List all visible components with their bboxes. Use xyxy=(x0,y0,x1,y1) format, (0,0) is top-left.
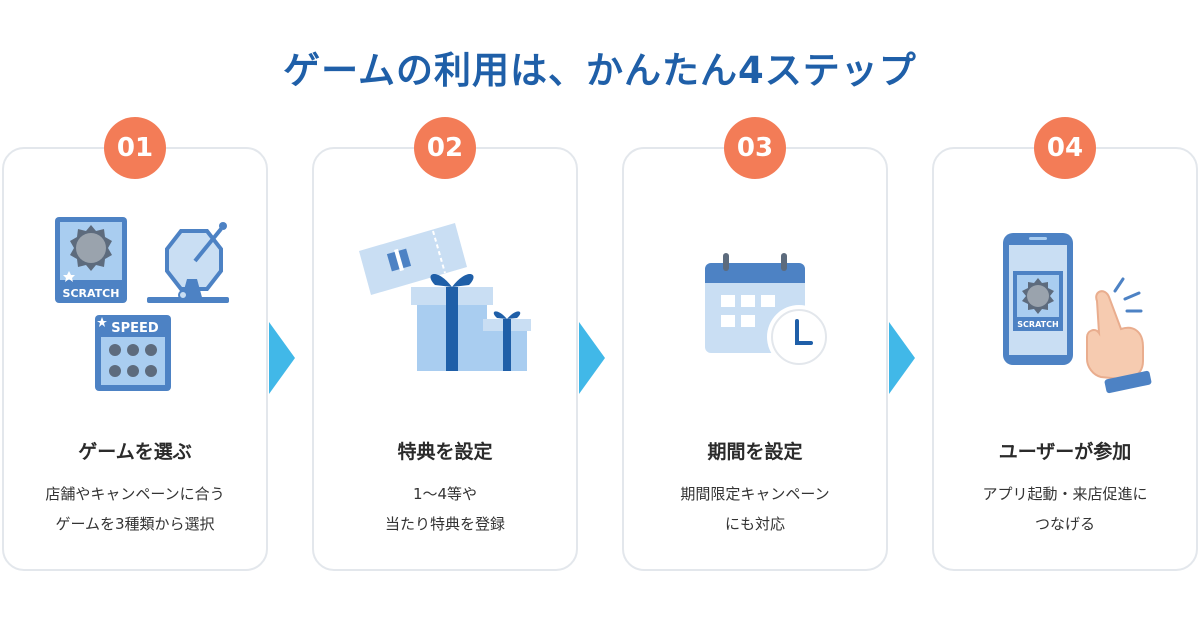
prize-illustration xyxy=(359,223,531,371)
ticket-icon xyxy=(359,223,467,295)
scratch-card-icon: SCRATCH xyxy=(55,217,127,303)
lottery-wheel-icon xyxy=(147,222,229,303)
step-card-3: 期間を設定 期間限定キャンペーン にも対応 xyxy=(622,147,888,571)
step-title: ゲームを選ぶ xyxy=(78,441,192,463)
tapping-hand-icon xyxy=(1086,277,1152,394)
step-card-4: SCRATCH ユーザーが参加 アプリ起動・来店促進に つなげる xyxy=(932,147,1198,571)
speed-label: SPEED xyxy=(111,321,159,336)
step-title: 特典を設定 xyxy=(397,441,493,463)
scratch-label: SCRATCH xyxy=(63,287,120,300)
smartphone-illustration: SCRATCH xyxy=(1003,233,1152,394)
step-title: 期間を設定 xyxy=(707,441,803,463)
clock-icon xyxy=(767,305,831,369)
game-selection-illustration: SCRATCH SPEED xyxy=(55,217,229,391)
step-card-1: SCRATCH SPEED ゲームを選ぶ 店舗やキャンペーンに合う ゲームを xyxy=(2,147,268,571)
smartphone-icon: SCRATCH xyxy=(1003,233,1073,365)
step-title: ユーザーが参加 xyxy=(998,441,1132,463)
gift-box-icon xyxy=(411,273,531,371)
step-number-badge-1: 01 xyxy=(104,117,166,179)
scratch-label: SCRATCH xyxy=(1017,320,1058,329)
arrow-right-icon xyxy=(579,322,605,394)
speed-card-icon: SPEED xyxy=(95,315,171,391)
step-description: 店舗やキャンペーンに合う ゲームを3種類から選択 xyxy=(45,485,225,533)
step-number-badge-4: 04 xyxy=(1034,117,1096,179)
calendar-illustration xyxy=(705,253,831,369)
step-description: アプリ起動・来店促進に つなげる xyxy=(982,485,1148,533)
step-number-badge-2: 02 xyxy=(414,117,476,179)
page-title: ゲームの利用は、かんたん4ステップ xyxy=(283,49,917,92)
arrow-right-icon xyxy=(269,322,295,394)
step-card-2: 特典を設定 1〜4等や 当たり特典を登録 xyxy=(312,147,578,571)
step-description: 期間限定キャンペーン にも対応 xyxy=(680,485,830,533)
step-number-badge-3: 03 xyxy=(724,117,786,179)
step-description: 1〜4等や 当たり特典を登録 xyxy=(384,485,505,533)
arrow-right-icon xyxy=(889,322,915,394)
